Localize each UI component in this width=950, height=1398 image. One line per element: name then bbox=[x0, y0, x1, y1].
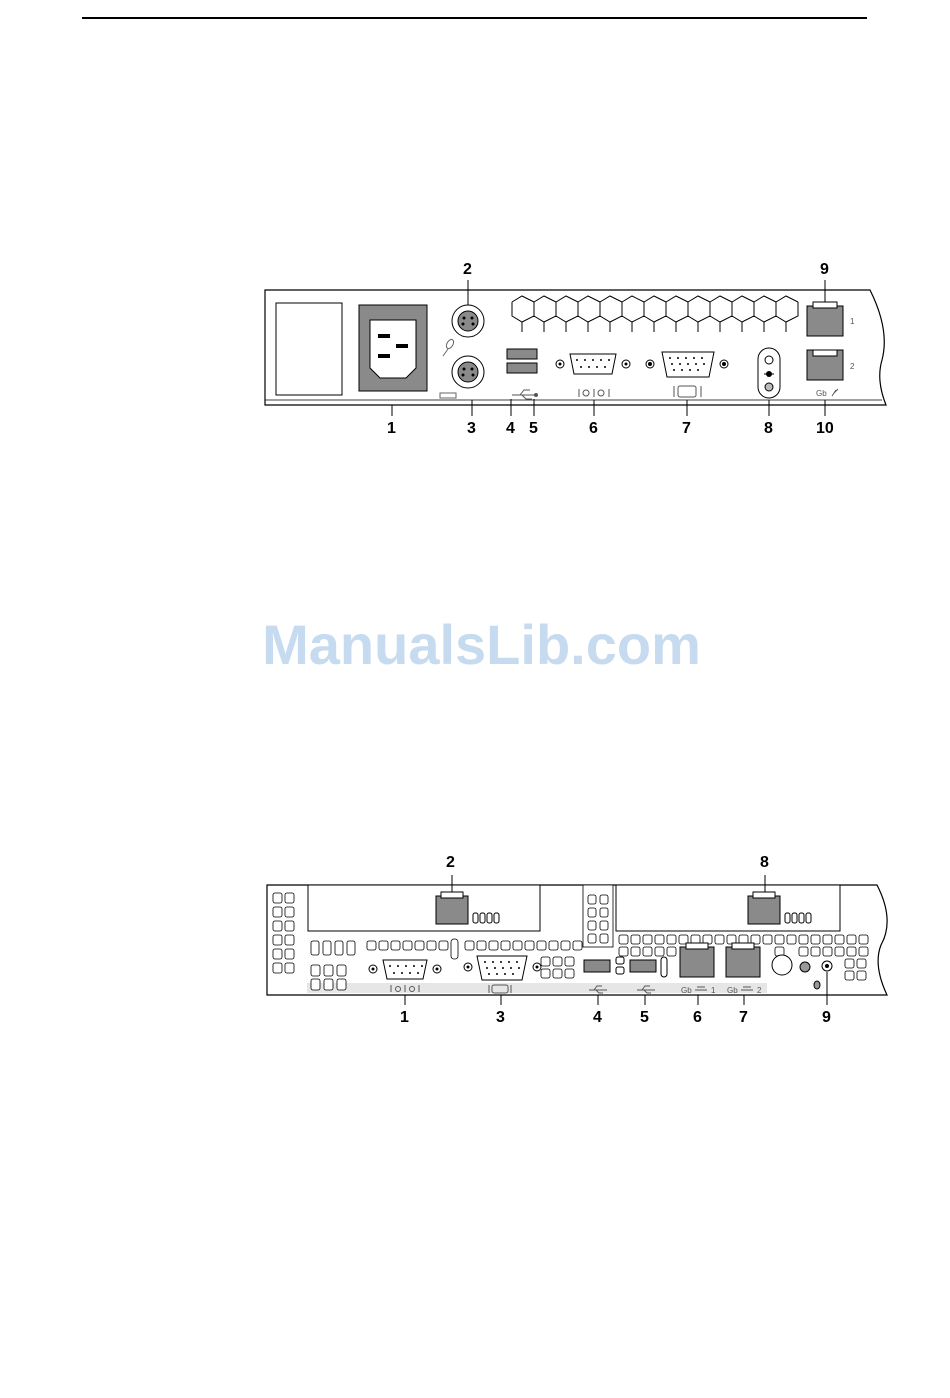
callout-8: 8 bbox=[764, 420, 773, 437]
keyboard-port bbox=[452, 356, 484, 388]
power-inlet-icon bbox=[359, 305, 427, 391]
callout-9: 9 bbox=[820, 261, 829, 278]
usb-port-1 bbox=[584, 960, 610, 972]
callout-4: 4 bbox=[593, 1009, 602, 1026]
callout-1: 1 bbox=[387, 420, 396, 437]
callout-2: 2 bbox=[463, 261, 472, 278]
callout-7: 7 bbox=[682, 420, 691, 437]
lan1-label: Gb bbox=[681, 986, 692, 995]
lan-port-2 bbox=[807, 350, 843, 380]
lan-port-2 bbox=[726, 943, 760, 977]
pci-slot-1 bbox=[308, 885, 540, 931]
callout-9: 9 bbox=[822, 1009, 831, 1026]
lan-label: Gb bbox=[816, 389, 827, 398]
lan2-label: Gb bbox=[727, 986, 738, 995]
lan1-number: 1 bbox=[711, 986, 716, 995]
callout-6: 6 bbox=[693, 1009, 702, 1026]
callout-3: 3 bbox=[467, 420, 476, 437]
callout-7: 7 bbox=[739, 1009, 748, 1026]
callout-1: 1 bbox=[400, 1009, 409, 1026]
label-strip bbox=[307, 983, 767, 993]
vent-grille-middle bbox=[583, 885, 613, 947]
chassis-outline-1 bbox=[265, 290, 886, 405]
callout-5: 5 bbox=[640, 1009, 649, 1026]
rear-panel-diagram-2: Gb 1 Gb 2 1 2 3 4 5 6 7 8 9 bbox=[255, 845, 900, 1030]
callout-4: 4 bbox=[506, 420, 515, 437]
label-plate bbox=[276, 303, 342, 395]
rear-panel-diagram-1: 1 2 Gb 1 2 3 4 5 6 7 8 9 10 bbox=[250, 250, 900, 450]
callout-2: 2 bbox=[446, 854, 455, 871]
lan-port-number-2: 2 bbox=[850, 362, 855, 371]
callout-8: 8 bbox=[760, 854, 769, 871]
id-led-icon bbox=[758, 348, 780, 398]
mouse-port bbox=[452, 305, 484, 337]
lan-port-number-1: 1 bbox=[850, 317, 855, 326]
callout-10: 10 bbox=[816, 420, 834, 437]
lan-port-1 bbox=[680, 943, 714, 977]
callout-6: 6 bbox=[589, 420, 598, 437]
header-rule bbox=[82, 17, 867, 19]
pci-slot-2 bbox=[616, 885, 840, 931]
usb-port-2 bbox=[630, 960, 656, 972]
callout-3: 3 bbox=[496, 1009, 505, 1026]
watermark: ManualsLib.com bbox=[0, 612, 950, 677]
callout-5: 5 bbox=[529, 420, 538, 437]
lan2-number: 2 bbox=[757, 986, 762, 995]
lan-port-1 bbox=[807, 302, 843, 336]
